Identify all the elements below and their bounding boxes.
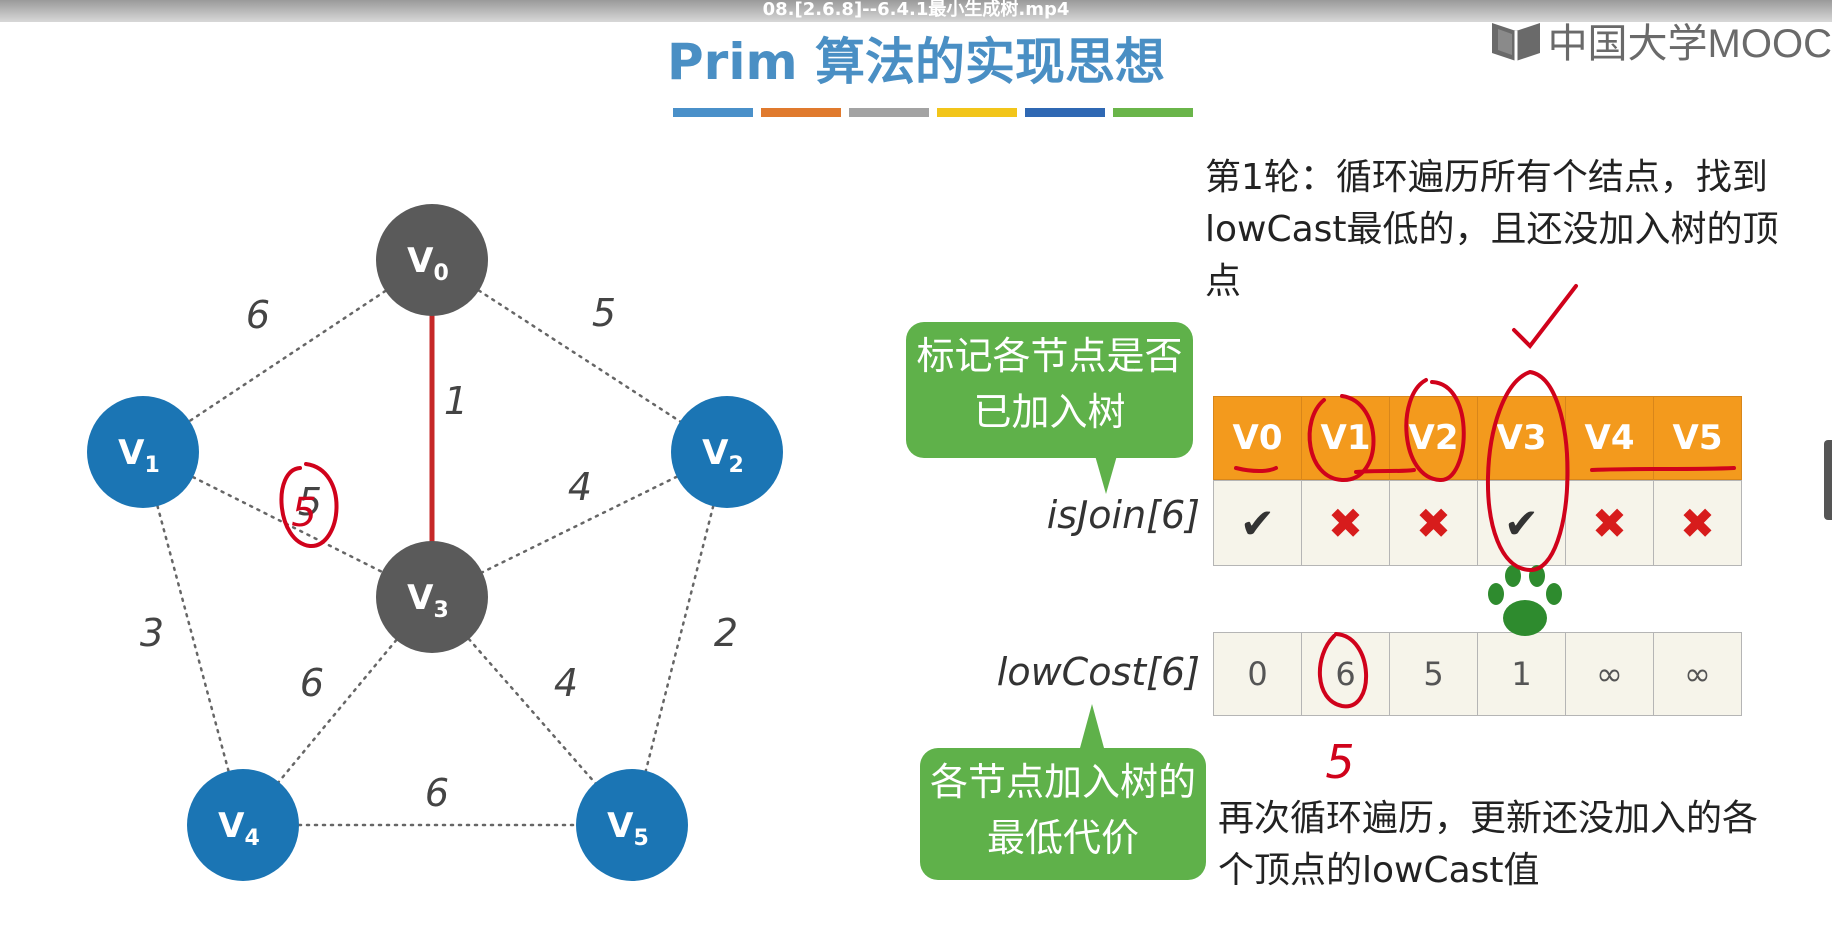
isjoin-cell: ✖ [1653,480,1742,566]
ink-cost-note: 5 [1325,735,1354,789]
vertex-label: V2 [702,433,744,478]
callout-tail [1080,704,1104,748]
vertex-node [671,396,783,508]
graph-vertex: V1 [87,396,199,508]
title-color-bar [849,108,929,117]
graph-edge [430,258,729,454]
isjoin-cell: ✔ [1213,480,1302,566]
graph-edge [630,450,729,827]
callout-mark-join: 标记各节点是否已加入树 [906,322,1193,458]
graph-vertex: V2 [671,396,783,508]
isjoin-cell: ✔ [1477,480,1566,566]
graph-vertex: V5 [576,769,688,881]
callout-lowest-cost: 各节点加入树的最低代价 [920,748,1206,880]
vertex-node [187,769,299,881]
brand-name: 中国大学MOOC [1547,22,1832,66]
edge-weight-label: 3 [140,611,164,655]
vertex-label: V0 [407,241,449,286]
vertex-header-cell: V2 [1389,396,1478,480]
graph-vertex: V4 [187,769,299,881]
brand-logo: 中国大学MOOC [1490,14,1832,66]
title-color-bars [673,108,1193,117]
edge-weight-label: 2 [714,611,738,655]
lowcost-label: lowCost[6] [996,650,1200,694]
mooc-logo-icon [1491,23,1540,61]
vertex-header-cell: V3 [1477,396,1566,480]
title-color-bar [761,108,841,117]
lowcost-cell: 5 [1389,632,1478,716]
edge-weight-label: 6 [300,661,324,705]
isjoin-array: ✔✖✖✔✖✖ [1213,480,1742,566]
edge-weight-label: 1 [444,379,468,423]
update-note: 再次循环遍历，更新还没加入的各个顶点的lowCast值 [1218,798,1759,891]
lowcost-cell: ∞ [1565,632,1654,716]
graph-edge [141,258,434,454]
vertex-node [376,541,488,653]
vertex-node [87,396,199,508]
graph-vertex: V3 [376,541,488,653]
round-note: 第1轮：循环遍历所有个结点，找到lowCast最低的，且还没加入树的顶点 [1205,157,1779,302]
edge-weight-label: 6 [246,293,270,337]
title-color-bar [937,108,1017,117]
side-panel-handle[interactable] [1824,440,1832,520]
lowcost-cell: 6 [1301,632,1390,716]
edge-weight-label: 4 [568,465,592,509]
vertex-header-cell: V0 [1213,396,1302,480]
vertex-label: V5 [607,806,649,851]
isjoin-label: isJoin[6] [1046,493,1200,537]
callout-tail [1094,452,1118,494]
lowcost-cell: ∞ [1653,632,1742,716]
vertex-label: V4 [218,806,260,851]
edge-weight-label: 5 [592,291,616,335]
title-color-bar [1025,108,1105,117]
graph-edge [141,450,245,827]
video-title: 08.[2.6.8]--6.4.1最小生成树.mp4 [0,0,1832,22]
vertex-header-cell: V1 [1301,396,1390,480]
vertex-header-cell: V5 [1653,396,1742,480]
vertex-label: V1 [118,433,160,478]
vertex-node [576,769,688,881]
isjoin-cell: ✖ [1301,480,1390,566]
isjoin-cell: ✖ [1389,480,1478,566]
graph-vertex: V0 [376,204,488,316]
isjoin-cell: ✖ [1565,480,1654,566]
vertex-node [376,204,488,316]
vertex-header-cell: V4 [1565,396,1654,480]
lowcost-cell: 0 [1213,632,1302,716]
page-title: Prim 算法的实现思想 [667,33,1165,91]
lowcost-cell: 1 [1477,632,1566,716]
vertex-label: V3 [407,578,449,623]
title-color-bar [673,108,753,117]
edge-weight-label: 6 [425,771,449,815]
paw-icon [1488,565,1562,636]
title-color-bar [1113,108,1193,117]
edge-weight-label: 4 [554,661,578,705]
edge-weight-label: 5 [298,480,322,524]
